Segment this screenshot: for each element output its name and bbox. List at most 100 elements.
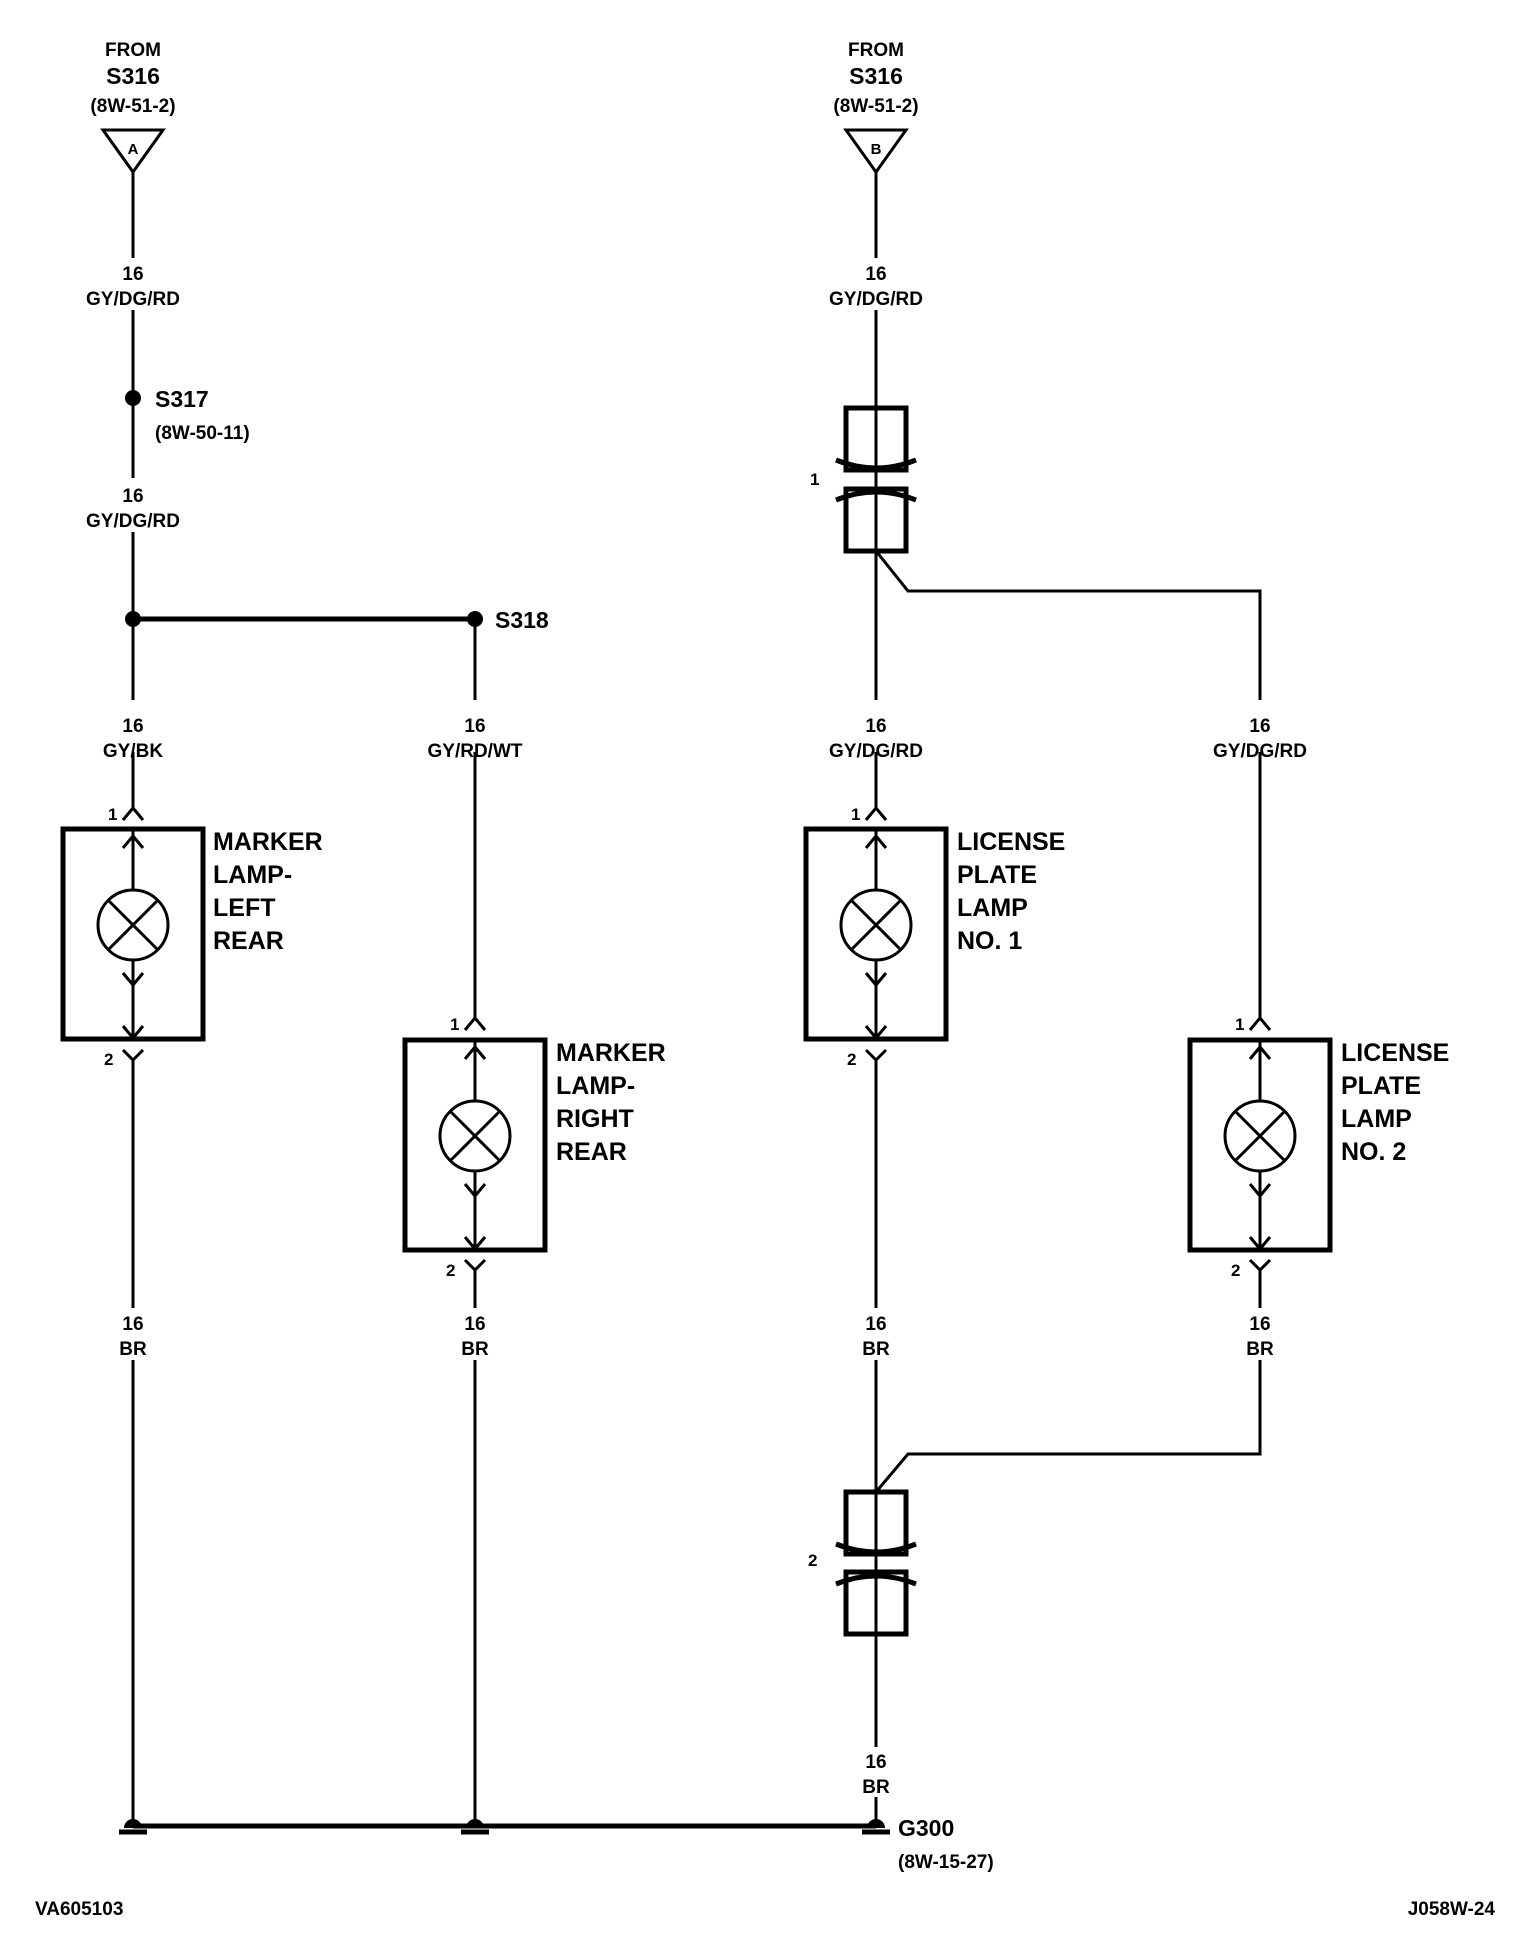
lamp-pin-in: 1 <box>450 1015 459 1034</box>
wire-color: GY/DG/RD <box>829 741 923 762</box>
pin-arrow-icon <box>1248 1044 1272 1060</box>
lamp-label-line: LICENSE <box>1341 1039 1449 1067</box>
lamp-label-line: LICENSE <box>957 828 1065 856</box>
wire-gauge: 16 <box>464 716 485 737</box>
wire-gauge: 16 <box>1249 716 1270 737</box>
lamp-pin-out: 2 <box>847 1050 856 1069</box>
wires <box>131 172 1262 1829</box>
pin-out-icon <box>121 1048 145 1063</box>
pin-arrow-icon <box>463 1044 487 1060</box>
pin-arrow-icon <box>121 833 145 849</box>
footer-right-code: J058W-24 <box>1408 1899 1496 1920</box>
lamp-label-line: PLATE <box>957 861 1037 889</box>
lamp-label-line: LAMP <box>1341 1105 1412 1133</box>
wire-color: GY/BK <box>103 741 163 762</box>
splice-dot-icon <box>467 611 483 627</box>
bulb-cross-icon <box>1233 1109 1287 1163</box>
wire-color: GY/DG/RD <box>1213 741 1307 762</box>
lamp-marker-right-rear: 1 2 MARKER LAMP- RIGHT REAR <box>402 1015 666 1280</box>
connector-c1: 1 <box>810 405 917 554</box>
pin-arrow-icon <box>121 972 145 988</box>
lamp-marker-left-rear: 1 2 MARKER LAMP- LEFT REAR <box>60 805 323 1069</box>
splice-dot-icon <box>125 390 141 406</box>
lamp-pin-in: 1 <box>108 805 117 824</box>
pin-in-icon <box>864 805 888 821</box>
lamp-license-plate-2: 1 2 LICENSE PLATE LAMP NO. 2 <box>1187 1015 1449 1280</box>
wire-gauge: 16 <box>122 716 143 737</box>
lamp-label-line: NO. 1 <box>957 927 1022 955</box>
lamp-label-line: MARKER <box>213 828 323 856</box>
source-b: FROM S316 (8W-51-2) B <box>833 40 919 175</box>
ground-name: G300 <box>898 1815 954 1841</box>
connector-c1-female-icon <box>835 457 917 471</box>
splice-s318-name: S318 <box>495 607 549 633</box>
source-b-from: FROM <box>848 40 904 61</box>
wire-color: BR <box>1246 1339 1274 1360</box>
wire-color: BR <box>862 1777 890 1798</box>
ground-ref: (8W-15-27) <box>898 1852 994 1873</box>
pin-out-icon <box>1248 1258 1272 1273</box>
connector-c2-label: 2 <box>808 1551 817 1570</box>
pin-arrow-icon <box>1248 1236 1272 1252</box>
lamp-pin-in: 1 <box>1235 1015 1244 1034</box>
wire-gauge: 16 <box>122 264 143 285</box>
lamp-label-line: LAMP- <box>556 1072 635 1100</box>
bulb-cross-icon <box>448 1109 502 1163</box>
footer-left-code: VA605103 <box>35 1899 123 1920</box>
wire-gauge: 16 <box>865 716 886 737</box>
wire-lic2-gnd-b <box>874 1360 1262 1493</box>
connector-c2-lower-body <box>843 1569 909 1637</box>
connector-c2: 2 <box>808 1489 917 1637</box>
lamp-pin-out: 2 <box>104 1050 113 1069</box>
wire-gauge: 16 <box>122 1314 143 1335</box>
lamp-label-line: LEFT <box>213 894 276 922</box>
pin-in-icon <box>1248 1015 1272 1031</box>
wire-gauge: 16 <box>865 264 886 285</box>
ground-g300: G300 (8W-15-27) <box>119 1815 994 1873</box>
pin-in-icon <box>463 1015 487 1031</box>
lamp-label-line: REAR <box>556 1138 627 1166</box>
wire-gauge: 16 <box>865 1752 886 1773</box>
wire-lic2-upper <box>874 550 1262 700</box>
bulb-cross-icon <box>849 898 903 952</box>
lamp-label-line: REAR <box>213 927 284 955</box>
source-a-splice: S316 <box>106 63 160 89</box>
pin-in-icon <box>121 805 145 821</box>
pin-arrow-icon <box>463 1236 487 1252</box>
ground-symbol-icon <box>461 1819 489 1835</box>
splice-s317-ref: (8W-50-11) <box>155 423 250 444</box>
connector-c1-male-icon <box>835 489 917 503</box>
source-a-ref: (8W-51-2) <box>90 96 175 117</box>
pin-arrow-icon <box>1248 1183 1272 1199</box>
ground-symbol-icon <box>862 1819 890 1835</box>
wire-labels: 16 GY/DG/RD 16 GY/DG/RD 16 GY/BK 16 GY/R… <box>86 264 1307 1798</box>
lamp-label-line: RIGHT <box>556 1105 634 1133</box>
source-b-splice: S316 <box>849 63 903 89</box>
wire-gauge: 16 <box>1249 1314 1270 1335</box>
pin-out-icon <box>864 1048 888 1063</box>
bulb-cross-icon <box>106 898 160 952</box>
wire-color: GY/RD/WT <box>428 741 523 762</box>
splice-s318: S318 <box>467 607 549 633</box>
wire-gauge: 16 <box>464 1314 485 1335</box>
lamp-label-line: PLATE <box>1341 1072 1421 1100</box>
splice-junction-dot-icon <box>125 611 141 627</box>
source-a-arrow-icon <box>100 128 166 175</box>
lamp-label-line: LAMP <box>957 894 1028 922</box>
lamp-label-line: NO. 2 <box>1341 1138 1406 1166</box>
source-b-arrow-icon <box>843 128 909 175</box>
source-a-from: FROM <box>105 40 161 61</box>
pin-arrow-icon <box>121 1025 145 1041</box>
wire-color: GY/DG/RD <box>86 289 180 310</box>
lamp-label-line: MARKER <box>556 1039 666 1067</box>
source-b-ref: (8W-51-2) <box>833 96 918 117</box>
lamp-pin-out: 2 <box>446 1261 455 1280</box>
lamp-license-plate-1: 1 2 LICENSE PLATE LAMP NO. 1 <box>803 805 1065 1069</box>
wire-color: BR <box>461 1339 489 1360</box>
splice-s317: S317 (8W-50-11) <box>125 386 250 444</box>
connector-c1-lower-body <box>843 486 909 554</box>
wire-gauge: 16 <box>122 486 143 507</box>
pin-out-icon <box>463 1258 487 1273</box>
wire-color: BR <box>862 1339 890 1360</box>
